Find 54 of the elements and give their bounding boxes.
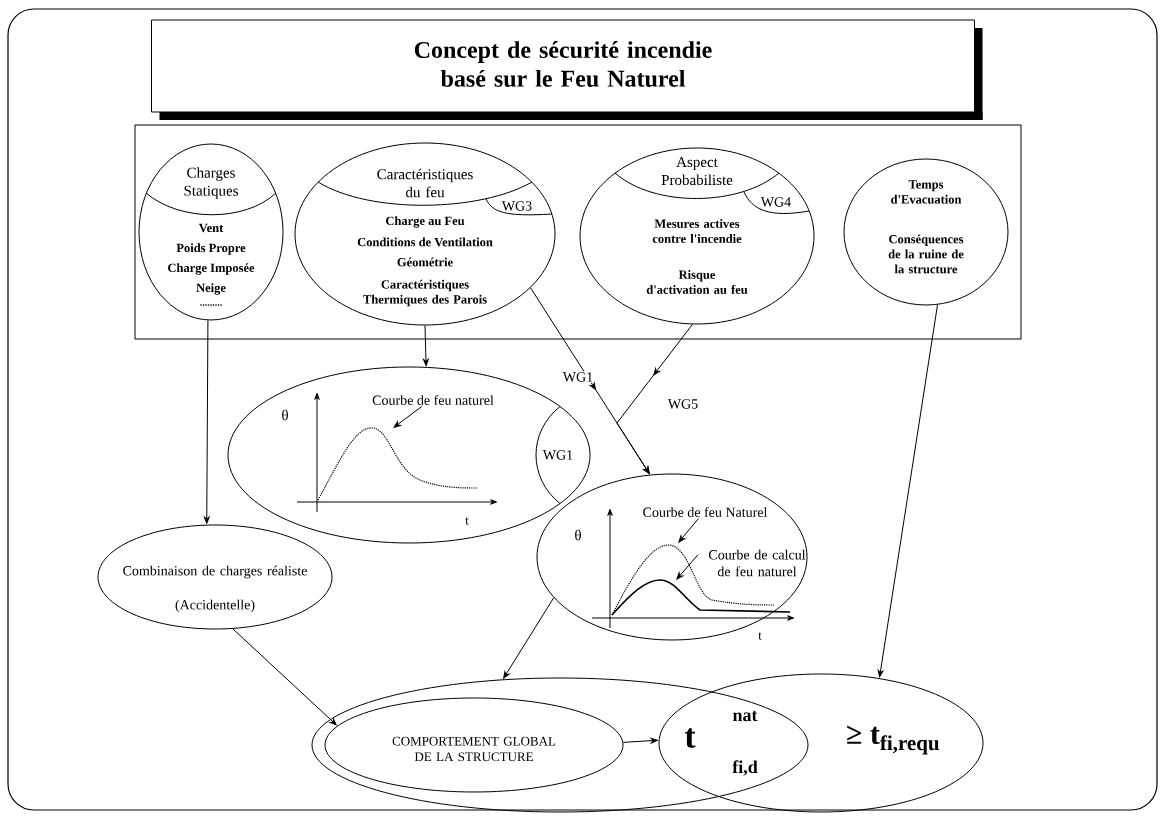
node-label: Vent — [198, 223, 224, 233]
node-label: Temps d'Evacuation — [891, 180, 962, 204]
node-label: t — [684, 728, 696, 748]
node-label: Charges Statiques — [184, 167, 238, 199]
node-label: Risque d'activation au feu — [646, 270, 748, 294]
node-label: COMPORTEMENT GLOBAL DE LA STRUCTURE — [392, 736, 556, 762]
node-label: fi,d — [732, 760, 758, 776]
node-label: Conséquences de la ruine de la structure — [888, 234, 964, 274]
node-label: Charge Imposée — [168, 263, 255, 275]
node-label: ......... — [200, 304, 222, 306]
node-label: Neige — [196, 283, 226, 295]
edge-label: WG5 — [666, 398, 700, 410]
arrow — [877, 304, 939, 678]
arrow — [232, 628, 337, 726]
node-label: Conditions de Ventilation — [357, 237, 493, 247]
arrow — [616, 323, 693, 474]
arrow — [503, 597, 555, 679]
arrow — [423, 325, 429, 366]
node-label: Caractéristiques du feu — [377, 168, 473, 198]
node-label: (Accidentelle) — [175, 599, 255, 613]
curve-label: Courbe de calcul de feu naturel — [709, 549, 806, 577]
node-label: WG1 — [542, 450, 573, 460]
node-label: t — [758, 632, 762, 640]
node-label: Concept de sécurité incendie basé sur le Feu Naturel — [414, 41, 712, 87]
title-box — [151, 19, 983, 120]
node-label: t — [465, 517, 469, 525]
ellipse-node — [658, 673, 984, 813]
node-label: Aspect Probabiliste — [661, 157, 733, 185]
node-label: Caractéristiques Thermiques des Parois — [363, 279, 487, 307]
node-label: Combinaison de charges réaliste — [123, 565, 307, 579]
arrow — [203, 319, 210, 524]
node-label: nat — [733, 710, 758, 722]
leader-line — [393, 406, 423, 428]
node-label: Charge au Feu — [386, 216, 465, 228]
node-label: Mesures actives contre l'incendie — [652, 219, 742, 243]
ellipse-node — [138, 143, 284, 321]
node-label: Poids Propre — [176, 243, 246, 255]
node-label: WG3 — [501, 201, 532, 211]
curve-label: Courbe de feu Naturel — [643, 507, 768, 517]
edge-label: WG1 — [561, 371, 595, 383]
node-label: ≥ t$_{fi,requ}$ — [847, 725, 940, 755]
ellipse-node — [843, 158, 1009, 306]
curve-label: Courbe de feu naturel — [372, 395, 494, 405]
node-label: θ — [575, 529, 581, 541]
leader-line — [676, 554, 699, 580]
ellipse-node — [579, 147, 815, 325]
ellipse-node — [294, 142, 556, 326]
node-label: WG4 — [760, 197, 791, 207]
ellipse-node — [97, 524, 333, 630]
leader-line — [678, 518, 699, 543]
ellipse-node — [324, 697, 624, 793]
node-label: θ — [282, 409, 288, 421]
arrow — [622, 737, 658, 744]
node-label: Géométrie — [397, 257, 453, 267]
